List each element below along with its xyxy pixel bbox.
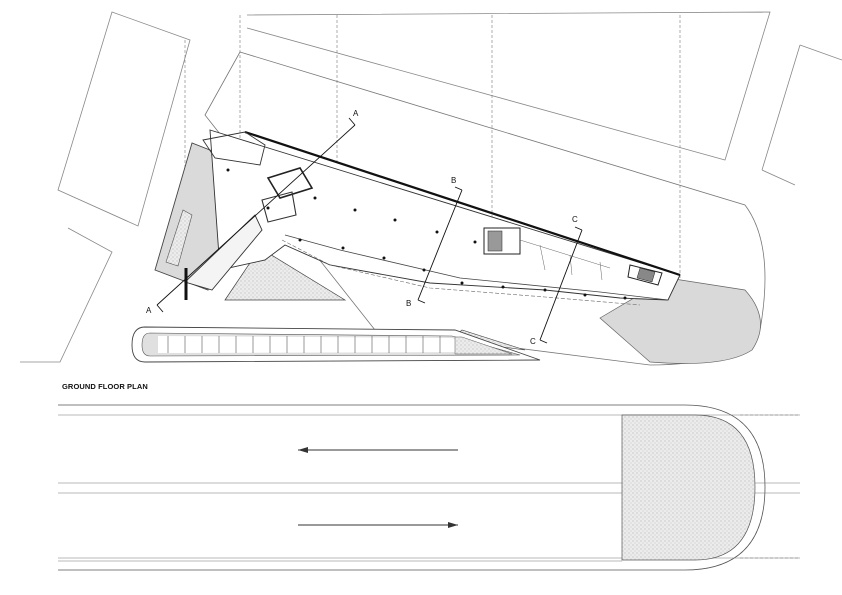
- stipple-strip-left: [165, 209, 193, 267]
- stair-block: [261, 191, 297, 223]
- section-marker-b-top: B: [451, 176, 456, 185]
- elevator-core-hatch: [487, 230, 503, 252]
- block-top-right: [761, 44, 842, 186]
- section-marker-c-top: C: [572, 215, 578, 224]
- roadway: [58, 404, 800, 571]
- section-line-a: [156, 124, 356, 306]
- south-ramp-edge: [281, 239, 641, 306]
- road-end-stipple: [621, 414, 756, 561]
- inner-ramp-edge: [284, 234, 669, 301]
- section-line-c: [539, 229, 583, 341]
- parking-stipple-end: [454, 336, 513, 355]
- section-marker-a-top: A: [353, 109, 359, 118]
- section-marker-b-bottom: B: [406, 299, 411, 308]
- core-outline: [266, 167, 314, 199]
- arrow-eastbound-icon: [298, 522, 458, 528]
- building-footprint: [184, 129, 681, 306]
- columns: [226, 168, 627, 300]
- section-marker-c-bottom: C: [530, 337, 536, 346]
- section-lines: [156, 117, 583, 344]
- block-left-lower: [20, 227, 113, 363]
- building-outline: [209, 129, 681, 301]
- parking-strip: [131, 326, 541, 363]
- road-outline: [58, 404, 766, 571]
- section-line-b: [417, 189, 463, 301]
- block-top-middle: [246, 11, 771, 161]
- arrow-westbound-icon: [298, 447, 458, 453]
- east-glazing: [519, 239, 611, 281]
- east-stair-hatch: [636, 267, 656, 283]
- east-landing-plaza: [599, 277, 761, 364]
- east-stair: [627, 264, 663, 286]
- west-lobby-wall: [202, 131, 266, 166]
- parking-stalls: [167, 336, 441, 353]
- block-top-left: [57, 11, 191, 227]
- north-facade-wall: [244, 130, 681, 277]
- section-marker-a-bottom: A: [146, 306, 152, 315]
- elevator-core: [483, 227, 521, 255]
- plan-title: GROUND FLOOR PLAN: [62, 382, 148, 391]
